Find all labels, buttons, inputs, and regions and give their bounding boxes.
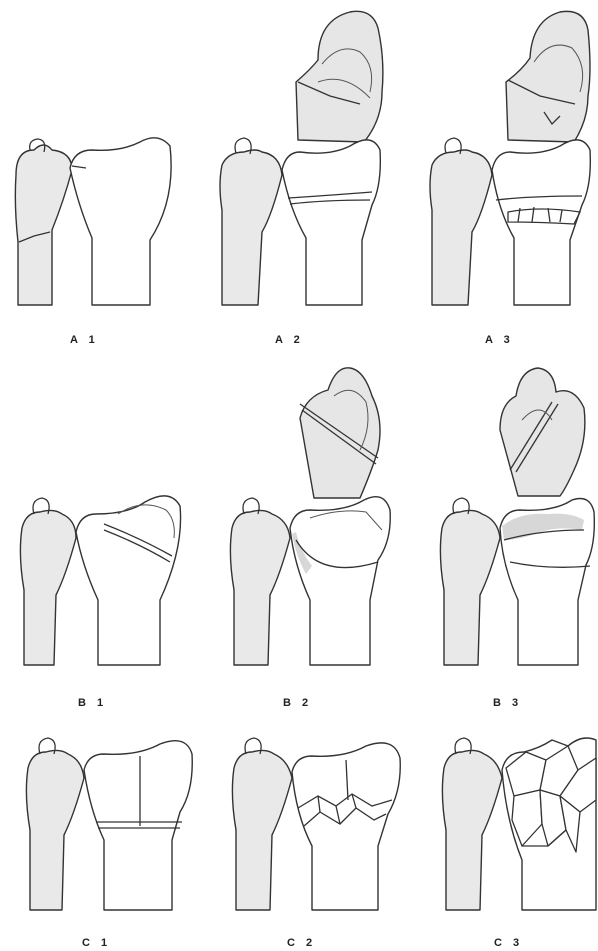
panel-c2: C 2 [232,738,400,949]
lateral-view-a3 [506,11,590,142]
panel-c1: C 1 [26,738,192,949]
lateral-view-a2 [296,11,383,142]
radius-a2 [282,140,380,305]
panel-b3: B 3 [440,368,594,709]
label-b2: B 2 [283,697,312,709]
ulna-b1 [20,498,76,665]
radius-b2 [290,497,390,665]
label-a2: A 2 [275,334,304,346]
radius-c3 [502,738,596,910]
label-b1: B 1 [78,697,107,709]
ulna-c3 [442,738,502,910]
label-a3: A 3 [485,334,514,346]
panel-c3: C 3 [442,738,596,949]
ulna-c2 [232,738,292,910]
ulna-b3 [440,498,500,665]
label-c3: C 3 [494,937,523,949]
label-a1: A 1 [70,334,99,346]
radius-b1 [76,496,181,665]
lateral-view-b2 [300,368,380,498]
panel-a3: A 3 [430,11,590,346]
panel-a1: A 1 [15,138,171,346]
panel-a2: A 2 [220,11,383,346]
label-b3: B 3 [493,697,522,709]
label-c2: C 2 [287,937,316,949]
ulna-a2 [220,138,282,305]
label-c1: C 1 [82,937,111,949]
radius-a1 [70,138,171,305]
ulna-b2 [230,498,290,665]
lateral-view-b3 [500,368,585,496]
ulna-c1 [26,738,84,910]
panel-b2: B 2 [230,368,390,709]
panel-b1: B 1 [20,496,180,709]
ulna-a1 [15,139,72,305]
radius-a3 [492,140,590,305]
radius-b3 [500,499,594,666]
ulna-a3 [430,138,492,305]
radius-c1 [84,741,192,910]
radius-c2 [292,743,400,910]
